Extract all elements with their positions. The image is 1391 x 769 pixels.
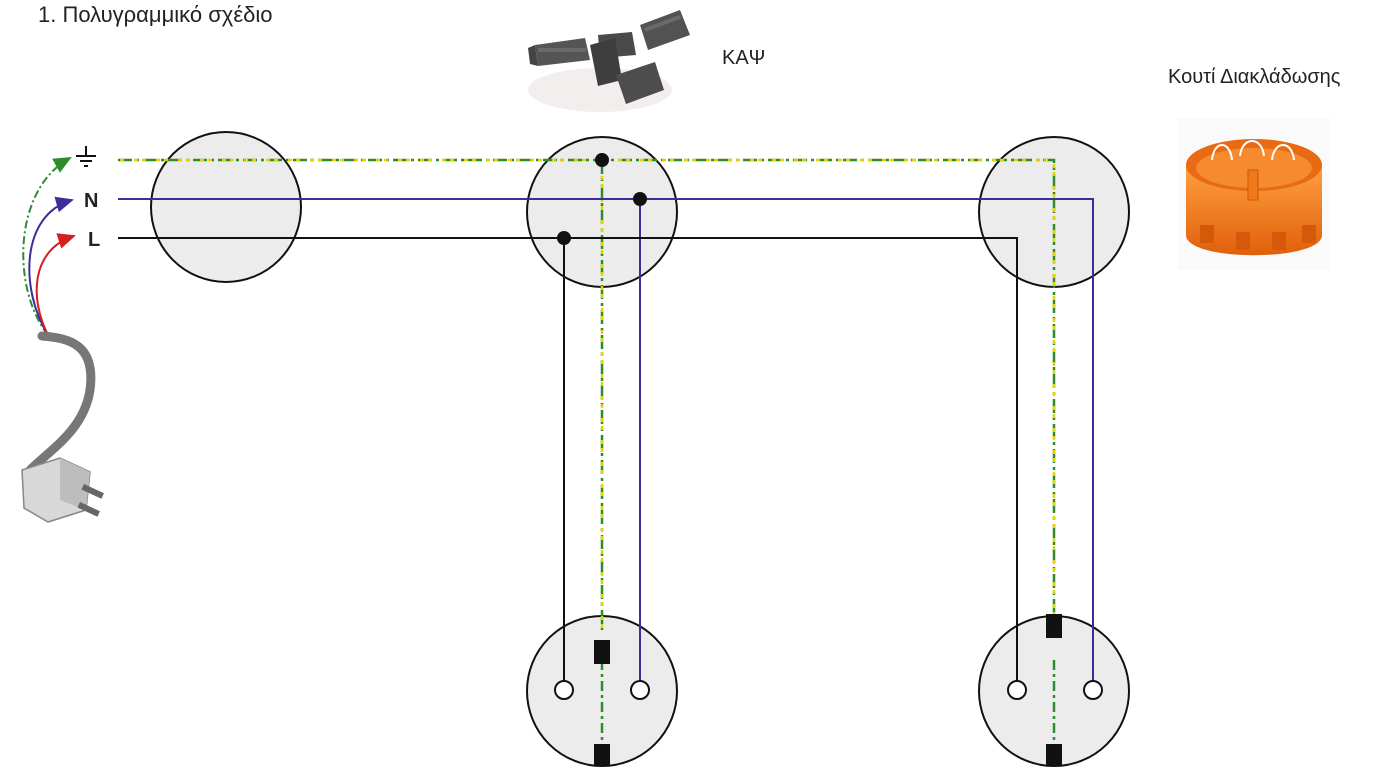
earth-lead xyxy=(22,157,72,336)
live-wire xyxy=(118,237,1018,682)
socket-1-neutral-pin xyxy=(630,680,650,700)
neutral-junction-dot xyxy=(633,192,647,206)
wire-connectors-label: ΚΑΨ xyxy=(722,47,766,69)
socket-1-earth-contact-bottom xyxy=(594,744,610,766)
neutral-terminal-label: N xyxy=(84,190,98,212)
earth-junction-dot xyxy=(595,153,609,167)
socket-2-neutral-pin xyxy=(1083,680,1103,700)
junction-box-1 xyxy=(150,131,302,283)
live-lead xyxy=(35,233,76,336)
plug-icon xyxy=(21,457,104,523)
socket-2-earth-contact-bottom xyxy=(1046,744,1062,766)
junction-box-image xyxy=(1178,118,1330,270)
earth-ground-icon xyxy=(76,146,96,167)
socket-2-earth-contact-top xyxy=(1046,614,1062,638)
socket-1-live-pin xyxy=(554,680,574,700)
power-cable xyxy=(25,331,96,475)
neutral-wire xyxy=(118,198,1094,682)
socket-2-live-pin xyxy=(1007,680,1027,700)
live-junction-dot xyxy=(557,231,571,245)
socket-1-earth-contact-top xyxy=(594,640,610,664)
neutral-lead xyxy=(28,196,74,336)
live-terminal-label: L xyxy=(88,229,100,251)
wire-connectors-image xyxy=(528,10,690,112)
junction-box-label: Κουτί Διακλάδωσης xyxy=(1168,66,1341,88)
diagram-title: 1. Πολυγραμμικό σχέδιο xyxy=(38,2,273,27)
